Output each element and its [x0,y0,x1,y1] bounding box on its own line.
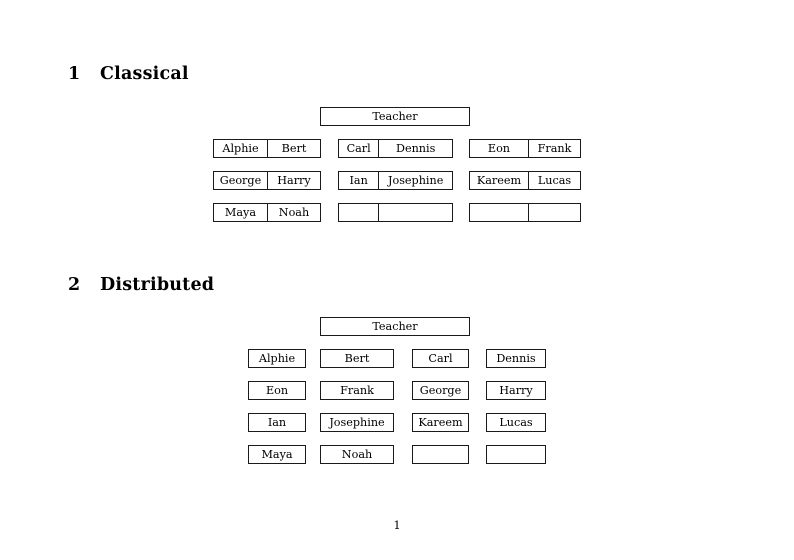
student-box: Frank [320,381,394,400]
student-box: Eon [248,381,306,400]
section-heading-classical: 1 Classical [68,64,189,84]
student-cell: Maya [224,205,257,219]
section-title: Classical [100,64,189,84]
teacher-box-distributed: Teacher [320,317,470,336]
section-title: Distributed [100,275,215,295]
student-box: Maya [248,445,306,464]
student-box: Carl [412,349,469,368]
student-cell: Carl [346,141,371,155]
teacher-label: Teacher [372,110,418,123]
student-cell: Alphie [222,141,259,155]
teacher-box-classical: Teacher [320,107,470,126]
student-group-empty [338,203,453,222]
student-box: Lucas [486,413,546,432]
student-cell: George [219,173,262,187]
student-box: Ian [248,413,306,432]
student-box: Bert [320,349,394,368]
student-box: Josephine [320,413,394,432]
student-cell-empty [470,204,528,221]
section-number: 2 [68,275,81,295]
student-box: Kareem [412,413,469,432]
student-box: Dennis [486,349,546,368]
student-cell: Dennis [378,140,452,157]
section-number: 1 [68,64,81,84]
student-cell-empty [527,204,580,221]
student-group: Ian Josephine [338,171,453,190]
student-group: Carl Dennis [338,139,453,158]
student-cell: Frank [527,140,580,157]
student-box: Harry [486,381,546,400]
student-group: George Harry [213,171,321,190]
student-box: George [412,381,469,400]
section-heading-distributed: 2 Distributed [68,275,214,295]
student-box: Noah [320,445,394,464]
student-cell: Lucas [527,172,580,189]
student-box-empty [412,445,469,464]
student-group-empty [469,203,581,222]
student-cell: Ian [349,173,368,187]
student-cell: Bert [266,140,320,157]
student-cell: Harry [266,172,320,189]
student-group: Eon Frank [469,139,581,158]
teacher-label: Teacher [372,320,418,333]
student-cell: Eon [487,141,511,155]
student-group: Alphie Bert [213,139,321,158]
student-box: Alphie [248,349,306,368]
student-group: Kareem Lucas [469,171,581,190]
page-number: 1 [393,519,401,532]
student-cell-empty [378,204,452,221]
student-cell-empty [339,204,378,221]
student-cell: Josephine [378,172,452,189]
student-box-empty [486,445,546,464]
student-cell: Kareem [476,173,522,187]
student-cell: Noah [266,204,320,221]
student-group: Maya Noah [213,203,321,222]
